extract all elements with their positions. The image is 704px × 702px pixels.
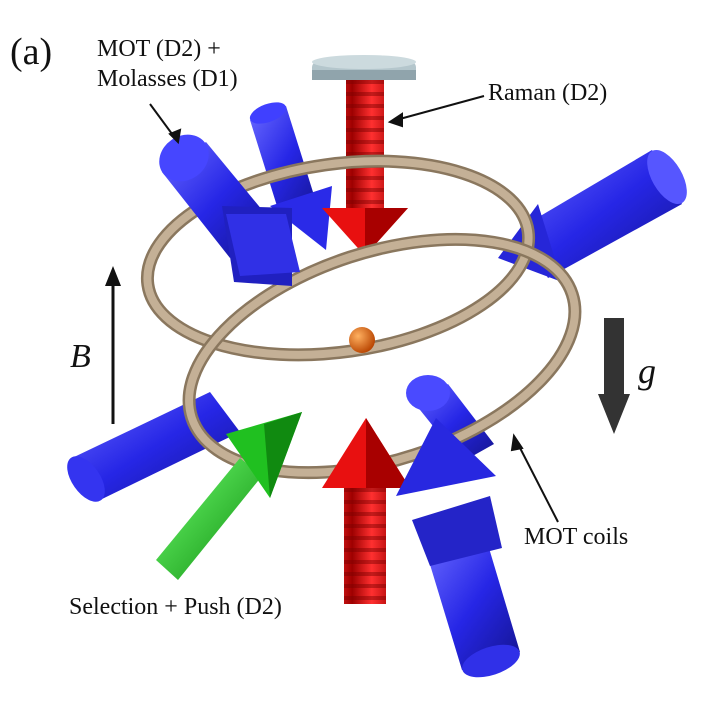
leader-lines [149,95,559,523]
selection-push-label: Selection + Push (D2) [69,594,282,620]
push-beam [156,412,302,580]
b-field-label: B [70,338,91,375]
raman-beam-bottom [322,418,410,604]
mot-label-line2: Molasses (D1) [97,66,238,92]
atom-cloud [349,327,375,353]
mot-coil-lower [182,232,582,480]
gravity-label: g [638,351,656,391]
mot-molasses-label: MOT (D2) + Molasses (D1) [97,34,238,94]
b-field-arrow [105,266,121,424]
mot-beam-lower-right-back [406,375,494,462]
gravity-arrow [598,318,630,434]
raman-beam-top [322,76,408,256]
panel-label: (a) [10,31,53,73]
raman-label: Raman (D2) [488,80,608,106]
mirror [312,55,416,80]
mot-coils-label: MOT coils [524,524,629,550]
mot-beam-upper-back [249,102,332,250]
mot-beam-upper-left [159,134,300,286]
mot-label-line1: MOT (D2) + [97,36,221,62]
mot-beam-lower-right [396,418,520,678]
mot-coil-upper [140,154,536,362]
